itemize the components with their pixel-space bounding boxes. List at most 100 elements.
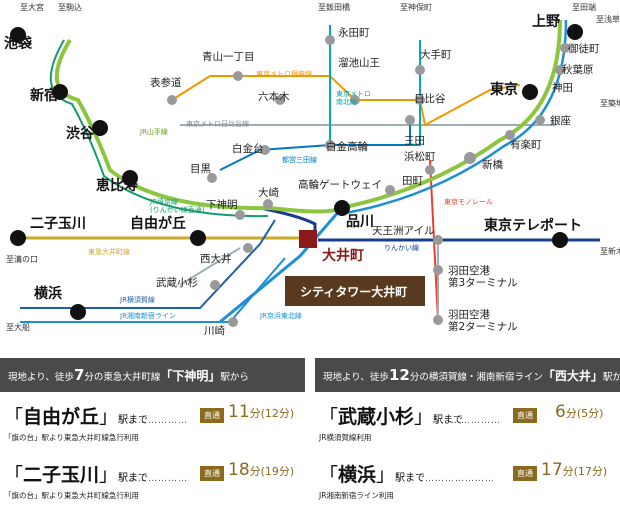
hdr-mid: 分の横須賀線・湘南新宿ライン — [409, 372, 543, 383]
hdr-station: 「下神明」 — [160, 369, 221, 383]
lbl-ginza: 東京メトロ銀座線 — [256, 69, 312, 78]
route-name: 「自由が丘」駅まで — [4, 406, 149, 428]
route-badge: 直通 — [513, 408, 537, 423]
route-dots: ………………… — [425, 474, 495, 484]
hdr-station: 「西大井」 — [542, 369, 603, 383]
label-osaki: 大崎 — [258, 186, 279, 199]
route-note: 「旗の台」駅より東急大井町線急行利用 — [4, 433, 139, 442]
label-shibuya: 渋谷 — [66, 125, 95, 142]
label-yokohama: 横浜 — [34, 285, 62, 302]
panel-left-header: 現地より、徒歩7分の東急大井町線「下神明」駅から — [0, 358, 305, 392]
label-aoyama: 青山一丁目 — [202, 50, 255, 63]
label-takanawa: 高輪ゲートウェイ — [298, 178, 382, 191]
yokosuka-line — [20, 219, 276, 309]
dir-tabata: 至田端 — [572, 2, 596, 12]
dir-omiya: 至大宮 — [20, 2, 44, 12]
label-meguro: 目黒 — [190, 163, 211, 175]
citytower-box — [285, 276, 425, 306]
label-oimachi: 大井町 — [322, 247, 364, 264]
label-citytower: シティタワー大井町 — [300, 284, 407, 299]
dir-mizonokuchi: 至溝の口 — [6, 254, 38, 264]
route-name: 「横浜」駅まで — [319, 464, 426, 486]
route-note: JR湘南新宿ライン利用 — [319, 491, 394, 500]
route-note: 「旗の台」駅より東急大井町線急行利用 — [4, 491, 139, 500]
label-futako: 二子玉川 — [30, 216, 86, 232]
dir-komagome: 至駒込 — [58, 2, 82, 12]
label-akihabara: 秋葉原 — [562, 63, 594, 76]
label-ueno: 上野 — [532, 14, 560, 30]
lbl-shonan: JR湘南新宿ライン — [119, 311, 176, 320]
label-shinagawa: 品川 — [346, 214, 374, 230]
saikyo-line — [49, 39, 269, 218]
label-kawasaki: 川崎 — [204, 324, 225, 337]
label-ginza: 銀座 — [550, 114, 571, 127]
hdr-walk: 12 — [388, 366, 410, 384]
keihin-gray — [179, 247, 241, 286]
panel-right: 現地より、徒歩12分の横須賀線・湘南新宿ライン「西大井」駅から 「武蔵小杉」駅ま… — [315, 358, 620, 508]
hdr-pre: 現地より、徒歩 — [8, 372, 74, 383]
route-dots: ……………… — [441, 416, 501, 426]
oimachi-site-marker — [299, 230, 317, 248]
label-otemachi: 大手町 — [420, 48, 452, 61]
label-tokyo: 東京 — [490, 81, 518, 98]
label-mita: 三田 — [404, 135, 425, 147]
panel-left: 現地より、徒歩7分の東急大井町線「下神明」駅から 「自由が丘」駅まで ……………… — [0, 358, 305, 508]
route-name: 「二子玉川」駅まで — [4, 464, 149, 486]
dir-tsukiji: 至築地 — [600, 98, 620, 108]
label-nishioi: 西大井 — [200, 252, 232, 265]
route-row: 「二子玉川」駅まで ……………… 直通 18分(19分) 「旗の台」駅より東急大… — [0, 456, 305, 508]
label-shirokanedai: 白金台 — [232, 142, 264, 155]
route-row: 「武蔵小杉」駅まで ……………… 直通 6分(5分) JR横須賀線利用 — [315, 398, 620, 450]
route-badge: 直通 — [200, 408, 224, 423]
route-badge: 直通 — [513, 466, 537, 481]
hdr-post: 駅から — [602, 372, 620, 383]
label-ebisu: 恵比寿 — [96, 177, 138, 194]
route-name: 「武蔵小杉」駅まで — [319, 406, 464, 428]
lbl-namboku: 東京メトロ南北線 — [336, 89, 371, 106]
label-shimbashi: 新橋 — [482, 158, 503, 171]
label-musashikosugi: 武蔵小杉 — [156, 276, 198, 289]
route-dots: ……………… — [128, 416, 188, 426]
route-time: 6分(5分) — [555, 402, 604, 422]
dir-iidabashi: 至飯田橋 — [318, 2, 350, 12]
route-time: 18分(19分) — [228, 460, 295, 480]
panel-right-header: 現地より、徒歩12分の横須賀線・湘南新宿ライン「西大井」駅から — [315, 358, 620, 392]
label-shirokane: 白金高輪 — [326, 140, 368, 153]
hdr-pre: 現地より、徒歩 — [323, 372, 389, 383]
label-hamamatsucho: 浜松町 — [404, 150, 436, 163]
station-dots — [10, 24, 583, 327]
lbl-monorail: 東京モノレール — [444, 197, 493, 206]
label-hibiya: 日比谷 — [414, 92, 446, 105]
label-ikebukuro: 池袋 — [4, 35, 33, 52]
lbl-saikyo: JR埼京線(りんかい線直通) — [149, 197, 205, 214]
keihin-line — [219, 209, 342, 324]
namboku-line — [329, 25, 421, 146]
label-roppongi: 六本木 — [258, 90, 290, 103]
lbl-yokosuka: JR横須賀線 — [119, 295, 155, 304]
route-badge: 直通 — [200, 466, 224, 481]
yamanote-line — [54, 19, 562, 214]
dir-asakusa: 至浅草 — [596, 14, 620, 24]
ginza-line — [171, 75, 521, 127]
hdr-mid: 分の東急大井町線 — [84, 372, 161, 383]
label-okachimachi: 御徒町 — [568, 42, 600, 55]
label-haneda3: 羽田空港第3ターミナル — [448, 264, 518, 289]
dir-shinkiba: 至新木場 — [600, 246, 620, 256]
lbl-oimachi: 東急大井町線 — [88, 247, 130, 256]
route-dots: ……………… — [128, 474, 188, 484]
route-time: 11分(12分) — [228, 402, 295, 422]
label-haneda2: 羽田空港第2ターミナル — [448, 308, 518, 333]
route-row: 「自由が丘」駅まで ……………… 直通 11分(12分) 「旗の台」駅より東急大… — [0, 398, 305, 450]
label-omotesando: 表参道 — [150, 76, 182, 89]
label-jiyugaoka: 自由が丘 — [130, 215, 186, 232]
label-shinjuku: 新宿 — [30, 87, 58, 104]
dir-jimbocho: 至神保町 — [400, 2, 432, 12]
label-yurakucho: 有楽町 — [510, 138, 542, 151]
label-teleport: 東京テレポート — [484, 217, 582, 234]
label-shimoshinmei: 下神明 — [206, 198, 238, 211]
lbl-yamanote: JR山手線 — [139, 127, 168, 136]
label-tamachi: 田町 — [402, 175, 423, 187]
label-nagatacho: 永田町 — [338, 26, 370, 39]
route-note: JR横須賀線利用 — [319, 433, 372, 442]
lbl-rinkai: りんかい線 — [384, 243, 419, 252]
